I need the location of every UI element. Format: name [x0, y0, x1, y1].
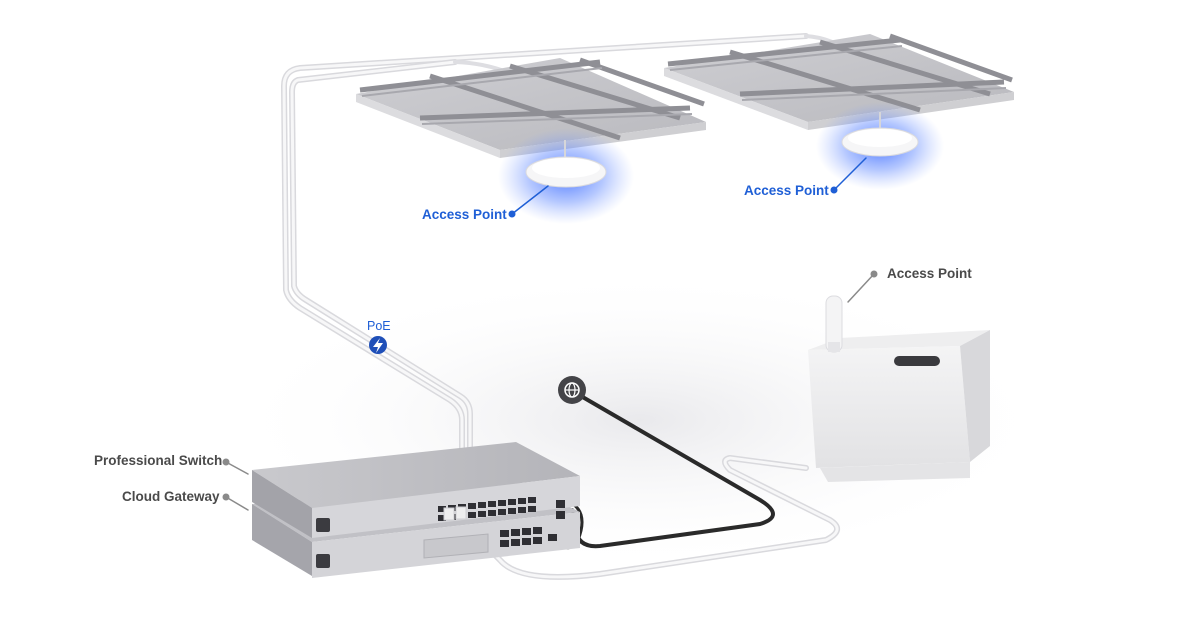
leader-lines [222, 157, 878, 511]
cloud-gateway-label: Cloud Gateway [122, 489, 220, 504]
gateway-power-port [316, 554, 330, 568]
switch-display [316, 518, 330, 532]
access-point-label-outdoor: Access Point [887, 266, 972, 281]
globe-icon [558, 376, 586, 404]
white-cables [281, 33, 882, 580]
poe-label: PoE [367, 319, 391, 333]
access-point-label-ceiling-left: Access Point [422, 207, 507, 222]
outdoor-enclosure [808, 330, 990, 482]
network-stack [252, 442, 580, 578]
access-point-device-left [498, 128, 634, 224]
professional-switch-label: Professional Switch [94, 453, 223, 468]
lightning-bolt-icon [369, 336, 387, 354]
outdoor-access-point-device [825, 295, 843, 353]
gateway-ports [500, 527, 557, 547]
access-point-device-right [816, 102, 944, 190]
access-point-label-ceiling-right: Access Point [744, 183, 829, 198]
